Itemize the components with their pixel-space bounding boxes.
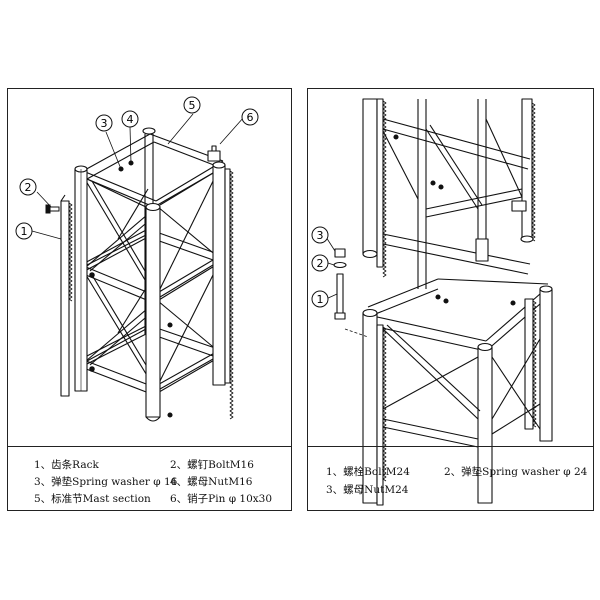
callout-1-label: 1: [21, 225, 28, 238]
callout-6-label: 6: [247, 111, 254, 124]
callout-2-label: 2: [25, 181, 32, 194]
front-column: [145, 202, 161, 422]
callout-1: [15, 222, 33, 240]
upper-section: [362, 98, 536, 289]
legend-item-spring-washer-24: 2、弹垫Spring washer φ 24: [444, 466, 588, 478]
leader-lines: [31, 113, 245, 240]
right-panel: 3 2 1 1、螺栓BoltM24 2、弹垫Spring washer φ 24…: [307, 88, 594, 511]
callout-1-label: 1: [317, 293, 324, 306]
legend-item-pin: 6、销子Pin φ 10x30: [170, 493, 273, 505]
mast-section-drawing: 1 2 3 4 5 6: [15, 96, 259, 422]
legend-item-nut-m24: 3、螺母NutM24: [326, 484, 409, 496]
top-fittings: [118, 145, 221, 172]
callout-2: [311, 254, 329, 272]
callout-6: [241, 108, 259, 126]
legend-item-rack: 1、齿条Rack: [34, 459, 99, 471]
loose-bolt-m16: [45, 204, 60, 214]
callout-2: [19, 178, 37, 196]
legend-divider: [308, 446, 593, 447]
callout-3-label: 3: [101, 117, 108, 130]
leader-lines: [325, 236, 338, 300]
side-bracing: [117, 170, 219, 386]
legend-divider: [8, 446, 291, 447]
legend-item-mast-section: 5、标准节Mast section: [34, 493, 151, 505]
legend-item-nut-m16: 4、螺母NutM16: [170, 476, 253, 488]
callout-1: [311, 290, 329, 308]
joint-bolt-m24: [333, 248, 347, 320]
callout-2-label: 2: [317, 257, 324, 270]
callout-4: [121, 110, 139, 128]
callout-3-label: 3: [317, 229, 324, 242]
callout-5: [183, 96, 201, 114]
legend-item-bolt-m24: 1、螺栓BoltM24: [326, 466, 410, 478]
legend-item-spring-washer-16: 3、弹垫Spring washer φ 16: [34, 476, 178, 488]
detached-rack: [60, 194, 73, 397]
front-left-column: [74, 165, 88, 392]
callout-5-label: 5: [189, 99, 196, 112]
lower-section: [362, 278, 553, 506]
callout-3: [95, 114, 113, 132]
front-bracing: [85, 180, 159, 388]
right-column: [212, 161, 226, 386]
callout-4-label: 4: [127, 113, 134, 126]
top-frame: [82, 133, 224, 208]
legend-item-bolt-m16: 2、螺钉BoltM16: [170, 459, 254, 471]
right-rack: [224, 168, 234, 420]
mast-joint-drawing: 3 2 1: [311, 98, 553, 506]
callout-3: [311, 226, 329, 244]
left-panel: 1 2 3 4 5 6 1、齿条Rack 2、螺钉BoltM16 3、弹垫Spr…: [7, 88, 292, 511]
